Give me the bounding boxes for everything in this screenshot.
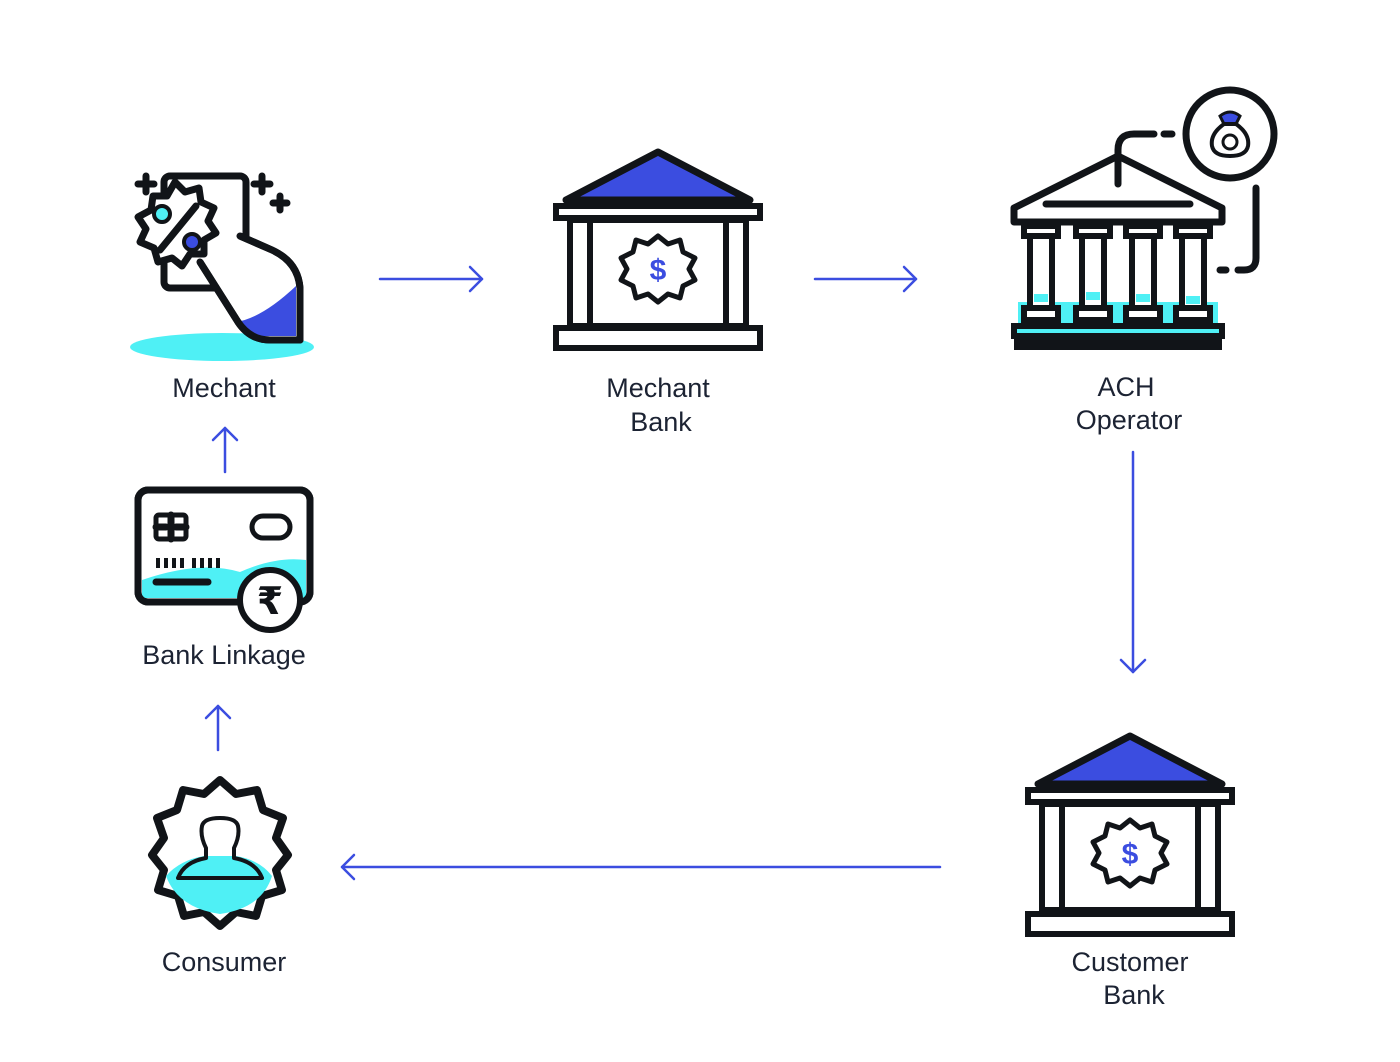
consumer-node: Consumer [148,776,292,977]
ach-operator-label-line1: ACH [1097,372,1154,402]
central-bank-money-bag-icon [1010,86,1278,350]
rupee-symbol: ₹ [257,579,283,623]
bank-dollar-icon: $ [1025,732,1235,937]
bank-linkage-label: Bank Linkage [142,640,306,670]
merchant-bank-node: $ Mechant Bank [553,148,763,437]
consumer-label: Consumer [162,947,287,977]
arrow-merchant-bank-to-ach [813,265,918,293]
merchant-discount-icon [130,172,314,361]
arrow-bank-linkage-to-merchant [211,426,239,474]
arrow-customer-bank-to-consumer [340,853,942,881]
arrow-merchant-to-merchant-bank [378,265,484,293]
customer-bank-node: $ Customer Bank [1025,732,1235,1010]
bank-linkage-node: ₹ Bank Linkage [134,486,314,670]
dollar-symbol: $ [1122,838,1139,871]
merchant-label: Mechant [172,373,276,403]
merchant-node: Mechant [130,172,314,403]
ach-operator-node: ACH Operator [1010,86,1278,435]
merchant-bank-label-line2: Bank [630,407,692,437]
bank-dollar-icon: $ [553,148,763,351]
arrow-consumer-to-bank-linkage [204,704,232,752]
dollar-symbol: $ [650,254,667,287]
arrow-ach-to-customer-bank [1119,450,1147,674]
customer-bank-label-line1: Customer [1071,947,1188,977]
merchant-bank-label-line1: Mechant [606,373,710,403]
customer-bank-label-line2: Bank [1103,980,1165,1010]
user-badge-icon [148,776,292,930]
card-rupee-icon: ₹ [134,486,314,633]
ach-operator-label-line2: Operator [1076,405,1183,435]
flow-arrows [204,265,1147,881]
